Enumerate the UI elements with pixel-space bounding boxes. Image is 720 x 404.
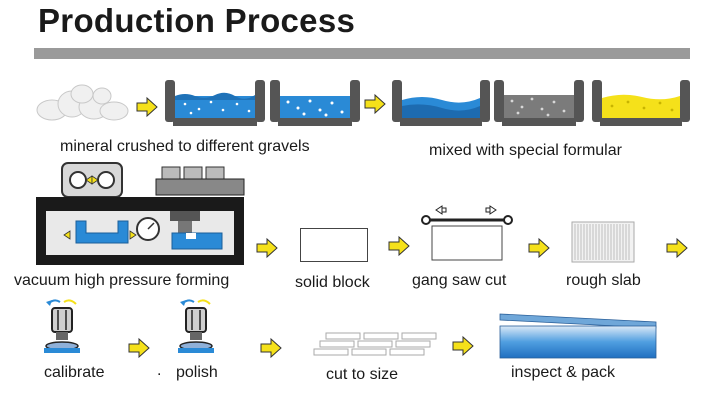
arrow-icon — [136, 96, 158, 118]
label-mineral-crushed: mineral crushed to different gravels — [60, 138, 310, 155]
polish-machine-icon — [178, 299, 214, 353]
inspect-pack-box-icon — [499, 313, 657, 359]
solid-block-icon — [300, 228, 368, 262]
mixing-tub-yellow — [592, 80, 690, 126]
label-mixed-special-formular: mixed with special formular — [429, 142, 622, 159]
vacuum-press-machine — [36, 162, 245, 265]
label-gang-saw-cut: gang saw cut — [412, 272, 507, 289]
label-cut-to-size: cut to size — [326, 366, 399, 383]
rough-slab-stack-icon — [571, 221, 635, 263]
label-inspect-pack: inspect & pack — [511, 364, 616, 381]
mixing-tub-gray — [494, 80, 584, 126]
label-vacuum-forming: vacuum high pressure forming — [14, 272, 230, 289]
arrow-icon — [666, 237, 688, 259]
label-calibrate: calibrate — [44, 364, 105, 381]
arrow-icon — [528, 237, 550, 259]
label-rough-slab: rough slab — [566, 272, 641, 289]
arrow-icon — [256, 237, 278, 259]
arrow-icon — [452, 335, 474, 357]
arrow-icon — [128, 337, 150, 359]
title-underline-bar — [34, 48, 690, 59]
mixing-tub-blue — [392, 80, 490, 126]
arrow-icon — [364, 93, 386, 115]
crushed-mineral-pile-icon — [36, 84, 129, 121]
arrow-icon — [260, 337, 282, 359]
cut-to-size-tiles-icon — [313, 332, 437, 356]
gang-saw-icon — [421, 205, 513, 261]
label-solid-block: solid block — [295, 274, 370, 291]
label-polish: polish — [176, 364, 218, 381]
gravel-tub-blue-1 — [165, 80, 265, 126]
arrow-icon — [388, 235, 410, 257]
gravel-tub-blue-2 — [270, 80, 360, 126]
calibrate-machine-icon — [44, 299, 80, 353]
gauge-dot-mark: . — [157, 362, 162, 379]
page-title: Production Process — [38, 2, 356, 39]
